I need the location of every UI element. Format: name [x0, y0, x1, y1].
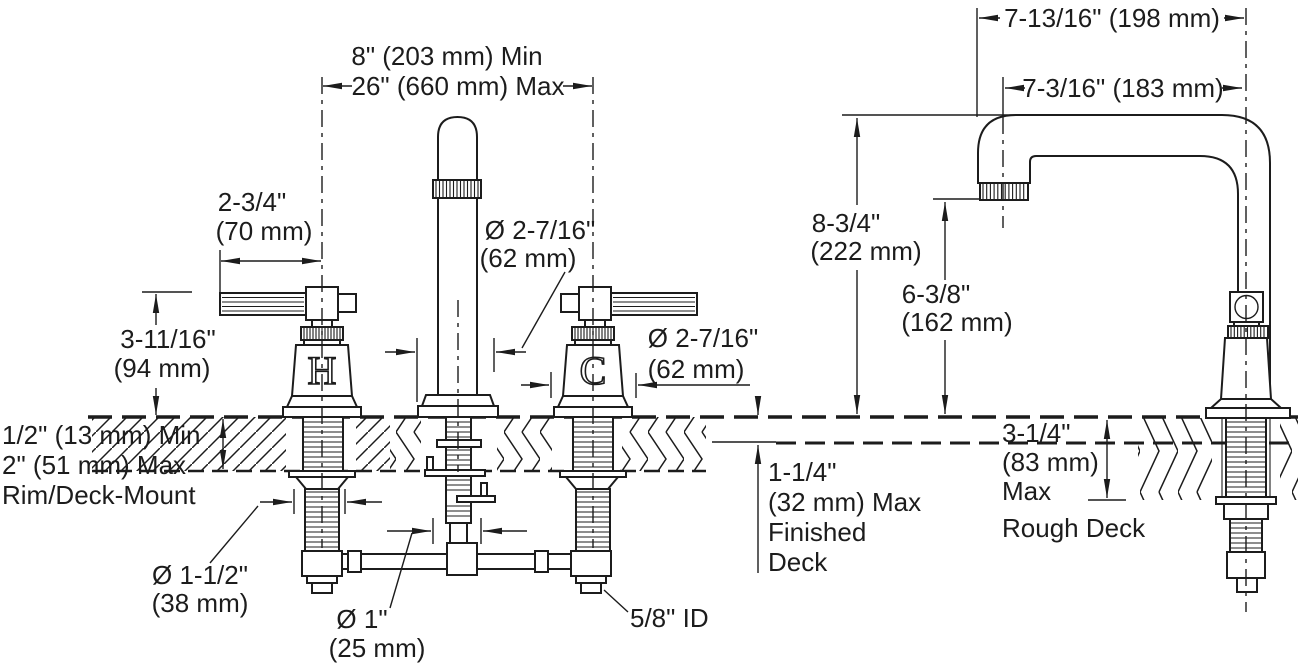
- dim-rough-deck-2: (83 mm): [1002, 447, 1099, 477]
- dim-deck-max: 2" (51 mm) Max: [2, 450, 186, 480]
- cold-hub: [578, 286, 612, 321]
- pipe-coupling-right: [534, 550, 549, 573]
- centerlines: [321, 8, 1247, 612]
- dim-supply-id: 5/8" ID: [630, 603, 709, 633]
- mounting-screw-right: [480, 482, 488, 497]
- dim-reach-spout: 7-3/16" (183 mm): [1022, 73, 1223, 103]
- dim-rough-deck-3: Max: [1002, 476, 1051, 506]
- dim-finished-deck-2: (32 mm) Max: [768, 487, 921, 517]
- dim-height-spout-in: 6-3/8": [902, 279, 971, 309]
- dim-handle-dia-in: Ø 2-7/16": [648, 323, 758, 353]
- cold-valve-body-bottom: [570, 550, 612, 577]
- dim-pipe-mm: (25 mm): [329, 633, 426, 663]
- dim-handle-height-mm: (94 mm): [114, 353, 211, 383]
- side-washer: [1215, 496, 1277, 505]
- dim-finished-deck-3: Finished: [768, 517, 866, 547]
- dim-finished-deck-4: Deck: [768, 547, 828, 577]
- hot-supply-outlet: [311, 582, 333, 594]
- dim-handle-length-mm: (70 mm): [216, 216, 313, 246]
- dim-spread-min: 8" (203 mm) Min: [351, 41, 542, 71]
- dim-finished-deck-1: 1-1/4": [768, 457, 837, 487]
- dim-height-overall-mm: (222 mm): [810, 236, 921, 266]
- dim-escutcheon-in: Ø 1-1/2": [152, 560, 248, 590]
- mounting-screw-left: [426, 456, 434, 471]
- pipe-coupling-left: [347, 550, 362, 573]
- dim-height-overall-in: 8-3/4": [812, 208, 881, 238]
- cold-lever: [610, 292, 698, 316]
- dim-rough-deck-1: 3-1/4": [1002, 418, 1071, 448]
- dimensions-side: 7-13/16" (198 mm) 7-3/16" (183 mm) 8-3/4…: [754, 3, 1244, 577]
- spout-column: [437, 115, 478, 396]
- hot-lever: [219, 292, 307, 316]
- dim-rough-deck-4: Rough Deck: [1002, 513, 1146, 543]
- dim-spread-max: 26" (660 mm) Max: [352, 71, 565, 101]
- dim-handle-height-in: 3-11/16": [120, 324, 215, 354]
- cold-supply-outlet: [580, 582, 602, 594]
- dim-spout-dia-in: Ø 2-7/16": [485, 215, 595, 245]
- tee-fitting: [446, 542, 478, 576]
- side-escutcheon: [1205, 407, 1291, 419]
- deck-cross-section: [92, 416, 1298, 501]
- dim-deck-min: 1/2" (13 mm) Min: [2, 420, 201, 450]
- mounting-wing-left: [424, 469, 486, 477]
- side-connector: [1226, 551, 1266, 579]
- dim-handle-length-in: 2-3/4": [218, 187, 287, 217]
- pipe-right: [476, 553, 572, 570]
- dim-height-spout-mm: (162 mm): [901, 307, 1012, 337]
- side-supply-tip: [1236, 577, 1258, 593]
- dim-reach-overall: 7-13/16" (198 mm): [1004, 3, 1220, 33]
- dimensions-front: 8" (203 mm) Min 26" (660 mm) Max 2-3/4" …: [2, 41, 758, 663]
- dim-spout-dia-mm: (62 mm): [480, 243, 577, 273]
- hot-valve-body-bottom: [301, 550, 343, 577]
- hot-handle-assembly: H: [219, 286, 362, 418]
- mounting-wing-right: [456, 495, 496, 503]
- dim-handle-dia-mm: (62 mm): [648, 354, 745, 384]
- shank-flange: [436, 439, 482, 448]
- dim-deck-mount-label: Rim/Deck-Mount: [2, 480, 196, 510]
- spout-front-view: [417, 115, 499, 418]
- dim-pipe-in: Ø 1": [336, 604, 387, 634]
- dim-escutcheon-mm: (38 mm): [152, 588, 249, 618]
